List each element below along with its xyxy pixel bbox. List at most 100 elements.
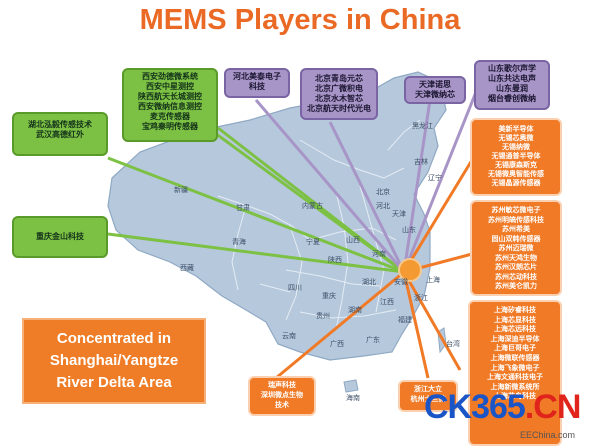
callout-beijing: 北京青岛元芯 北京广微积电 北京水木智芯 北京航天时代光电 <box>300 68 378 120</box>
callout-line: 西安微纳信息测控 <box>138 102 202 111</box>
callout-chongqing: 重庆金山科技 <box>12 216 108 258</box>
callout-suzhou: 苏州敏芯微电子 苏州明皜传感科技 苏州希美 固山双韩传感器 苏州迈瑞微 苏州天鸿… <box>470 200 562 296</box>
callout-line: 山东共达电声 <box>488 74 536 83</box>
hainan-shape <box>343 379 359 393</box>
callout-hubei: 湖北泓毅传感技术 武汉高德红外 <box>12 112 108 156</box>
map-label-hainan: 海南 <box>346 393 360 402</box>
callout-line: 河北美泰电子 <box>233 72 281 81</box>
map-label-tianjin: 天津 <box>392 210 406 218</box>
callout-line: 上海矽睿科技 <box>494 306 536 314</box>
callout-line: 北京航天时代光电 <box>307 104 371 113</box>
callout-line: 北京青岛元芯 <box>315 74 363 83</box>
concentration-label: Concentrated in Shanghai/Yangtze River D… <box>22 318 206 404</box>
map-label-shandong: 山东 <box>402 225 416 234</box>
callout-line: 上海深迪半导体 <box>490 334 540 343</box>
callout-line: 美新半导体 <box>498 125 534 133</box>
map-label-guangxi: 广西 <box>330 339 344 348</box>
label-line: River Delta Area <box>56 374 172 391</box>
callout-line: 上海巨哥电子 <box>494 344 536 353</box>
map-label-henan: 河南 <box>372 249 386 258</box>
callout-line: 陕西航天长城测控 <box>138 92 202 101</box>
map-label-hebei: 河北 <box>376 202 390 210</box>
map-label-hubei: 湖北 <box>362 277 376 286</box>
callout-line: 上海飞象微电子 <box>490 363 540 372</box>
map-label-shanghai: 上海 <box>426 275 440 284</box>
callout-line: 浙江大立 <box>414 385 442 393</box>
map-label-liaoning: 辽宁 <box>428 173 442 182</box>
callout-line: 湖北泓毅传感技术 <box>28 120 92 129</box>
watermark-site: EEChina.com <box>520 430 576 440</box>
callout-line: 苏州汉朗芯片 <box>495 263 537 271</box>
callout-line: 无锡微奥智能传感 <box>488 170 544 178</box>
callout-line: 上海芯岛科技 <box>494 392 536 401</box>
callout-line: 上海芯显科技 <box>494 315 536 324</box>
province-labels: 新疆 西藏 甘肃 青海 四川 陕西 山西 内蒙古 黑龙江 吉林 辽宁 河北 北京… <box>174 121 460 402</box>
callout-line: 北京广微积电 <box>315 84 363 93</box>
map-label-taiwan: 台湾 <box>446 339 460 348</box>
callout-shandong: 山东歌尔声学 山东共达电声 山东曼润 烟台睿创微纳 <box>474 60 550 110</box>
callout-line: 无锡纳微 <box>502 143 530 151</box>
map-label-guizhou: 贵州 <box>316 311 330 320</box>
callout-line: 麦克传感器 <box>150 112 190 121</box>
callout-wuxi: 美新半导体 无锡芯奥微 无锡纳微 无锡通普半导体 无锡康森斯克 无锡微奥智能传感… <box>470 118 562 196</box>
map-label-hunan: 湖南 <box>348 305 362 314</box>
map-label-chongqing: 重庆 <box>322 291 336 300</box>
connector-lines <box>107 91 478 380</box>
callout-line: 无锡芯奥微 <box>498 134 534 142</box>
map-label-jilin: 吉林 <box>414 157 428 166</box>
watermark-logo: CK365.CN <box>424 388 581 427</box>
map-label-shanxi: 山西 <box>346 235 360 244</box>
map-label-beijing: 北京 <box>376 187 390 196</box>
map-label-xizang: 西藏 <box>180 263 194 272</box>
map-label-ningxia: 宁夏 <box>306 237 320 246</box>
callout-line: 苏州天鸿生物 <box>495 253 537 262</box>
callout-line: 杭州士兰微 <box>410 395 446 403</box>
map-label-qinghai: 青海 <box>232 237 246 246</box>
callout-line: 西安劲德微系统 <box>142 72 198 81</box>
map-label-neimenggu: 内蒙古 <box>302 201 323 210</box>
callout-line: 上海文通科技电子 <box>487 373 543 382</box>
yangtze-delta-hub <box>398 258 422 282</box>
callout-line: 深圳微点生物 <box>261 391 303 399</box>
callout-line: 苏州明皜传感科技 <box>488 215 544 224</box>
callout-line: 苏州迈瑞微 <box>498 244 534 252</box>
callout-line: 山东歌尔声学 <box>488 64 536 73</box>
callout-shenzhen: 瑞声科技 深圳微点生物 技术 <box>248 376 316 416</box>
map-label-shaanxi: 陕西 <box>328 255 342 264</box>
callout-line: 宝鸡秦明传感器 <box>142 122 198 131</box>
map-label-heilongjiang: 黑龙江 <box>412 121 433 130</box>
map-label-sichuan: 四川 <box>288 284 302 292</box>
watermark-cn: CN <box>533 388 581 426</box>
callout-line: 山东曼润 <box>496 84 528 93</box>
callout-line: 天津诺思 <box>419 80 451 89</box>
callout-line: 烟台睿创微纳 <box>488 94 536 103</box>
callout-line: 上海芯远科技 <box>494 325 536 334</box>
callout-line: 苏州希美 <box>502 225 530 233</box>
watermark-dot: . <box>524 388 535 426</box>
callout-line: 科技 <box>249 82 265 91</box>
callout-tianjin: 天津诺思 天津微纳芯 <box>404 76 466 104</box>
map-label-xinjiang: 新疆 <box>174 185 188 194</box>
map-label-yunnan: 云南 <box>282 331 296 340</box>
page-title: MEMS Players in China <box>139 4 461 36</box>
callout-shanghai: 上海矽睿科技 上海芯显科技 上海芯远科技 上海深迪半导体 上海巨哥电子 上海微联… <box>468 300 562 446</box>
callout-hebei: 河北美泰电子 科技 <box>224 68 290 98</box>
callout-line: 天津微纳芯 <box>415 90 455 99</box>
callout-line: 重庆金山科技 <box>36 232 84 241</box>
callout-line: 西安中星测控 <box>146 82 194 91</box>
callout-line: 上海微联传感器 <box>490 353 540 362</box>
label-line: Shanghai/Yangtze <box>49 352 179 369</box>
callout-line: 上海新微系统所 <box>490 382 540 391</box>
callout-line: 无锡康森斯克 <box>495 161 537 169</box>
watermark-ck: CK365 <box>424 388 526 426</box>
callout-line: 武汉高德红外 <box>36 130 84 139</box>
callout-line: 苏州敏芯微电子 <box>491 206 541 214</box>
label-line: Concentrated in <box>56 330 172 347</box>
callout-line: 瑞声科技 <box>268 381 296 389</box>
map-label-gansu: 甘肃 <box>236 203 250 212</box>
map-label-zhejiang: 浙江 <box>414 293 428 302</box>
callout-line: 苏州美仑凯力 <box>495 282 537 290</box>
callout-line: 北京水木智芯 <box>315 94 363 103</box>
callout-line: 固山双韩传感器 <box>491 234 541 243</box>
